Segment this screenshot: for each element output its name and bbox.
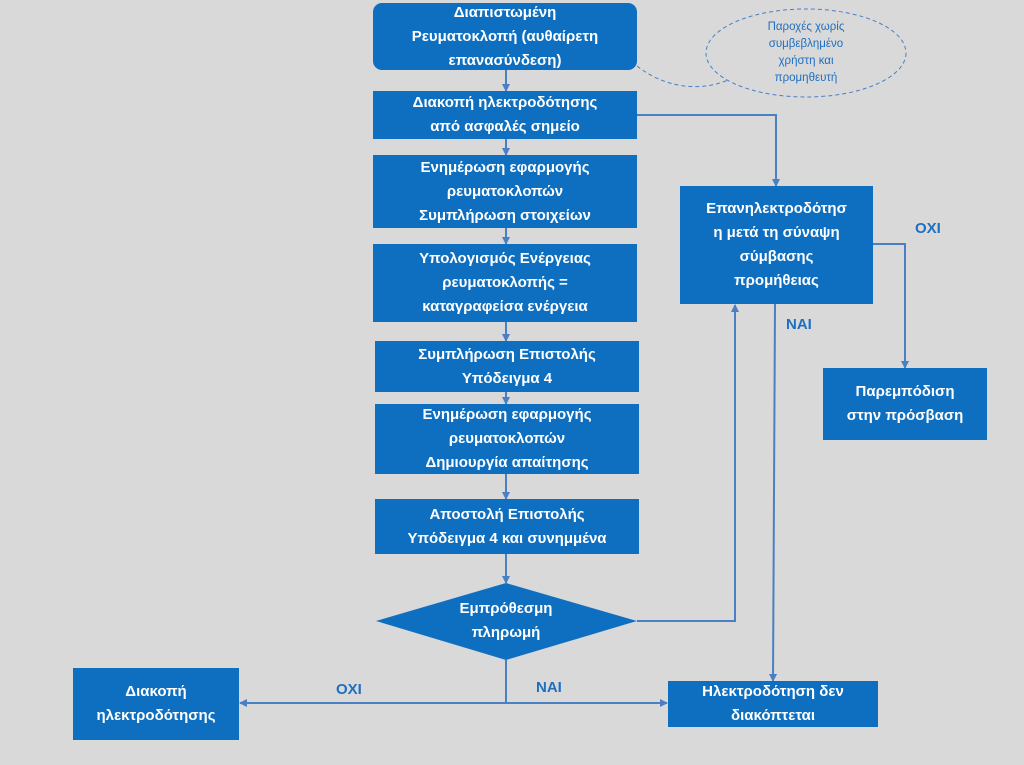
node-disconnect-final: Διακοπή ηλεκτροδότησης: [73, 668, 239, 740]
node-text: Διακοπή ηλεκτροδότησης: [412, 94, 598, 111]
payment-decision-diamond: [376, 583, 637, 660]
node-text: Δημιουργία απαίτησης: [425, 454, 589, 471]
callout-note: Παροχές χωρίς συμβεβλημένο χρήστη και πρ…: [726, 19, 886, 87]
node-payment-decision: Εμπρόθεσμη πληρωμή: [426, 597, 586, 645]
node-text: Διαπιστωμένη: [453, 3, 557, 21]
node-text: από ασφαλές σημείο: [430, 118, 580, 135]
arrow-reconnect-to-obstruction: [873, 243, 909, 369]
node-text: Διακοπή: [125, 683, 187, 700]
node-send-letter: Αποστολή Επιστολής Υπόδειγμα 4 και συνημ…: [375, 499, 639, 554]
note-text: προμηθευτή: [774, 72, 838, 84]
note-text: συμβεβλημένο: [768, 38, 844, 50]
node-text: Ενημέρωση εφαρμογής: [420, 158, 590, 176]
label-no-payment: ΟΧΙ: [336, 681, 362, 698]
node-text: επανασύνδεση): [448, 51, 562, 69]
node-update-app-claim: Ενημέρωση εφαρμογής ρευματοκλοπών Δημιου…: [375, 404, 639, 474]
arrow-disconnect-to-reconnect: [637, 114, 780, 187]
node-text: Ενημέρωση εφαρμογής: [422, 406, 592, 423]
node-detected-theft: Διαπιστωμένη Ρευματοκλοπή (αυθαίρετη επα…: [373, 3, 637, 70]
callout-ellipse: [705, 8, 907, 98]
node-text: στην πρόσβαση: [846, 407, 964, 424]
node-text: σύμβασης: [739, 248, 814, 265]
node-text: Υπόδειγμα 4 και συνημμένα: [407, 529, 607, 547]
arrow-decision-to-reconnect: [637, 304, 739, 622]
node-disconnect-safe: Διακοπή ηλεκτροδότησης από ασφαλές σημεί…: [373, 91, 637, 139]
node-text: ρευματοκλοπής =: [442, 274, 568, 291]
node-text: ρευματοκλοπών: [446, 182, 564, 200]
node-text: Επανηλεκτροδότησ: [706, 200, 847, 217]
node-energy-calc: Υπολογισμός Ενέργειας ρευματοκλοπής = κα…: [373, 244, 637, 322]
note-text: Παροχές χωρίς: [767, 21, 845, 33]
callout-connector: [636, 65, 729, 88]
node-text: προμήθειας: [734, 272, 819, 289]
node-update-app: Ενημέρωση εφαρμογής ρευματοκλοπών Συμπλή…: [373, 155, 637, 228]
node-text: Συμπλήρωση Επιστολής: [418, 345, 596, 363]
node-obstruction: Παρεμπόδιση στην πρόσβαση: [823, 368, 987, 440]
node-text: ηλεκτροδότησης: [96, 707, 216, 724]
node-text: καταγραφείσα ενέργεια: [422, 298, 588, 315]
node-text: η μετά τη σύναψη: [713, 224, 840, 241]
node-text: Συμπλήρωση στοιχείων: [419, 206, 591, 224]
label-no-reconnect: ΟΧΙ: [915, 220, 941, 237]
arrow-reconnect-to-not-disconnected: [769, 303, 778, 682]
node-text: διακόπτεται: [730, 707, 816, 724]
node-text: ρευματοκλοπών: [448, 430, 566, 447]
node-text: Ρευματοκλοπή (αυθαίρετη: [411, 27, 599, 45]
node-not-disconnected: Ηλεκτροδότηση δεν διακόπτεται: [668, 681, 878, 727]
node-text: Υπολογισμός Ενέργειας: [419, 250, 591, 267]
node-fill-letter: Συμπλήρωση Επιστολής Υπόδειγμα 4: [375, 341, 639, 392]
label-yes-payment: ΝΑΙ: [536, 679, 562, 696]
node-text: Παρεμπόδιση: [855, 383, 955, 400]
node-text: Υπόδειγμα 4: [461, 369, 553, 387]
node-text: Αποστολή Επιστολής: [429, 505, 585, 523]
node-text: Ηλεκτροδότηση δεν: [702, 683, 844, 700]
node-text: Εμπρόθεσμη: [459, 600, 553, 617]
node-text: πληρωμή: [471, 624, 541, 641]
note-text: χρήστη και: [778, 55, 834, 67]
label-yes-reconnect: ΝΑΙ: [786, 316, 812, 333]
node-reconnect: Επανηλεκτροδότησ η μετά τη σύναψη σύμβασ…: [680, 186, 873, 304]
